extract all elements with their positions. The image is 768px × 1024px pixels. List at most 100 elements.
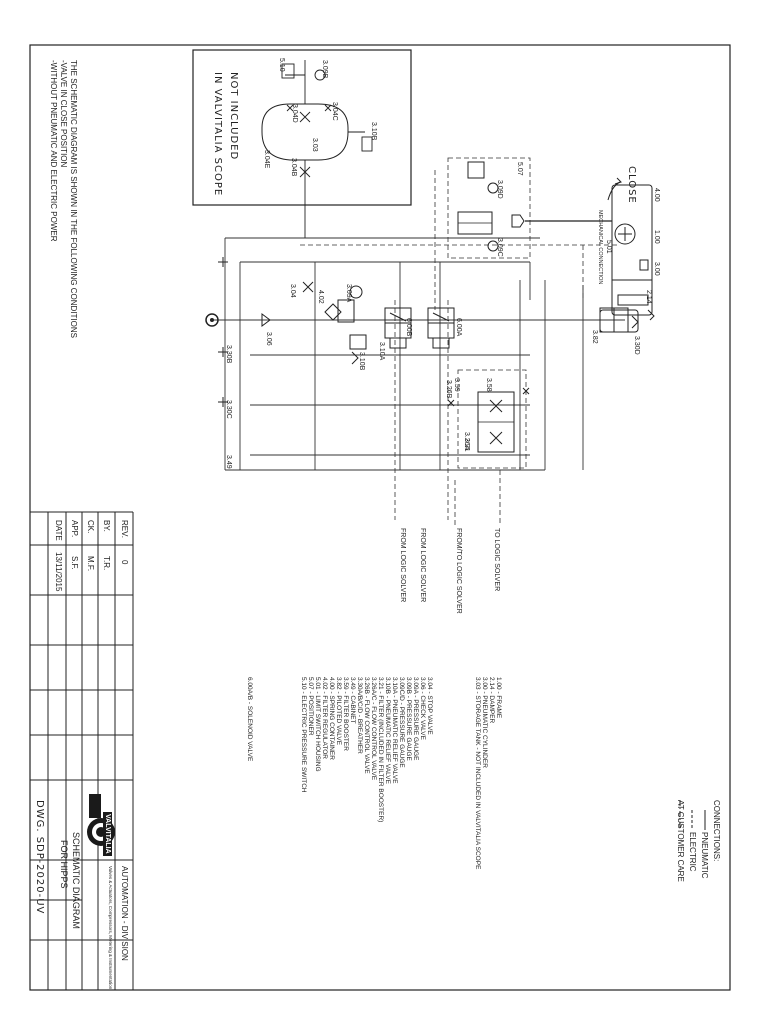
- label-3-04c: 3.04C: [331, 102, 338, 121]
- piloted-valve: [599, 307, 639, 333]
- rev-label: REV.: [120, 520, 129, 538]
- by-value: T.R.: [102, 556, 111, 571]
- label-3-00: 3.00: [653, 262, 660, 276]
- label-5-01: 5.01: [605, 240, 612, 254]
- to-logic-solver: TO LOGIC SOLVER: [493, 528, 500, 592]
- check-valve: [261, 313, 271, 327]
- label-6-00b: 6.00B: [405, 318, 412, 337]
- label-3-04: 3.04: [289, 284, 296, 298]
- electric-lines: [300, 170, 620, 525]
- rev-value: 0: [120, 560, 129, 565]
- component-item: 3.09A - PRESSURE GAUGE: [412, 677, 419, 761]
- label-4-02: 4.02: [317, 290, 324, 304]
- valvitalia-brand: VALVITALIA: [103, 812, 112, 856]
- label-3-09c: 3.09C: [496, 238, 503, 257]
- not-included-line-2: IN VALVITALIA SCOPE: [212, 72, 223, 197]
- solenoid-valve-6-00a: [427, 307, 455, 349]
- label-3-82: 3.82: [591, 330, 598, 344]
- component-item: 3.06 - CHECK VALVE: [419, 677, 426, 740]
- title-block-frame: [29, 511, 134, 990]
- connections-legend-symbols: [679, 800, 706, 830]
- label-3-30b: 3.30B: [225, 345, 232, 364]
- title-line-2: FOR HIPPS: [59, 840, 69, 889]
- close-arrow-icon: [607, 177, 622, 201]
- title-line-1: SCHEMATIC DIAGRAM: [71, 832, 81, 929]
- component-item: 6.00A/B - SOLENOID VALVE: [246, 677, 253, 762]
- connections-customer: AT CUSTOMER CARE: [676, 800, 685, 882]
- not-included-box: [192, 49, 412, 206]
- component-item: 3.30A/B/C/D - BREATHER: [356, 677, 363, 754]
- connections-title: CONNECTIONS:: [712, 800, 721, 862]
- label-5-07: 5.07: [516, 162, 523, 176]
- component-item: 3.21 - FILTER (INCLUDED IN FILTER BOOSTE…: [377, 677, 384, 823]
- component-item: 3.00 - PNEUMATIC CYLINDER: [481, 677, 488, 768]
- by-label: BY.: [102, 520, 111, 532]
- component-item: 4.00 - SPRING CONTAINER: [328, 677, 335, 760]
- label-3-09a: 3.09A: [345, 284, 352, 303]
- component-item: 2.14 - DAMPER: [488, 677, 495, 724]
- app-value: S.F.: [70, 556, 79, 570]
- solenoid-valve-6-00b: [384, 307, 412, 349]
- component-item: 5.07 - POSITIONER: [307, 677, 314, 736]
- label-3-04e: 3.04E: [263, 150, 270, 169]
- from-logic-solver-b: FROM LOGIC SOLVER: [399, 528, 406, 603]
- label-3-03: 3.03: [311, 138, 318, 152]
- label-3-10b: 3.10B: [358, 352, 365, 371]
- from-to-logic-solver: FROM/TO LOGIC SOLVER: [455, 528, 462, 614]
- label-3-59: 3.59: [453, 378, 460, 392]
- storage-tank: [261, 103, 349, 161]
- component-item: 5.01 - LIMIT SWITCH HOUSING: [314, 677, 321, 772]
- component-item: 3.09B - PRESSURE GAUGE: [405, 677, 412, 761]
- note-line-2: -VALVE IN CLOSE POSITION: [59, 60, 68, 168]
- component-item: 3.04 - STOP VALVE: [426, 677, 433, 735]
- label-1-00: 1.00: [653, 230, 660, 244]
- label-6-00a: 6.00A: [455, 318, 462, 337]
- label-3-30d: 3.30D: [633, 336, 640, 355]
- close-label: CLOSE: [626, 166, 637, 204]
- from-logic-solver-a: FROM LOGIC SOLVER: [419, 528, 426, 603]
- app-label: APP.: [70, 520, 79, 538]
- label-3-26b: 3.26B: [445, 380, 452, 399]
- mechanical-connection-label: MECHANICAL CONNECTION: [597, 210, 603, 285]
- label-3-10a: 3.10A: [378, 342, 385, 361]
- label-3-04b: 3.04B: [290, 158, 297, 177]
- label-5-10: 5.10: [278, 58, 285, 72]
- note-line-1: THE SCHEMATIC DIAGRAM IS SHOWN IN THE FO…: [69, 60, 78, 338]
- label-3-49: 3.49: [225, 455, 232, 469]
- label-3-06: 3.06: [265, 332, 272, 346]
- ck-label: CK.: [86, 520, 95, 534]
- label-3-21: 3.21: [463, 438, 470, 452]
- connections-electric: ELECTRIC: [688, 832, 697, 872]
- component-item: 5.10 - ELECTRIC PRESSURE SWITCH: [300, 677, 307, 793]
- label-3-04d: 3.04D: [291, 104, 298, 123]
- label-3-58: 3.58: [485, 378, 492, 392]
- positioner-box: [447, 157, 531, 259]
- component-item: 3.49 - CABINET: [349, 677, 356, 724]
- label-3-09b: 3.09B: [321, 60, 328, 79]
- filter-booster-box: [457, 369, 527, 469]
- label-3-09d: 3.09D: [496, 180, 503, 199]
- component-item: 4.02 - FILTER REGULATOR: [321, 677, 328, 759]
- label-2-14: 2.14: [645, 290, 652, 304]
- label-3-30c: 3.30C: [225, 400, 232, 419]
- component-item: 3.10A - PNEUMATIC RELIEF VALVE: [391, 677, 398, 784]
- pneumatic-lines: [210, 237, 625, 471]
- drawing-number: DWG. SDP-2020-UV: [34, 800, 45, 915]
- component-item: 3.26B - FLOW CONTROL VALVE: [363, 677, 370, 774]
- component-item: 3.82 - PILOTED VALVE: [335, 677, 342, 746]
- label-4-00: 4.00: [653, 188, 660, 202]
- division-line-2: Valves & Actuators, Compressors, Meterin…: [108, 866, 113, 990]
- supply-point: [205, 313, 219, 327]
- date-value: 13/11/2015: [54, 552, 63, 592]
- division-line-1: AUTOMATION - DIVISION: [120, 866, 129, 961]
- component-item: 3.26A/C - FLOW CONTROL VALVE: [370, 677, 377, 781]
- not-included-line-1: NOT INCLUDED: [228, 72, 239, 161]
- drawing-border: [29, 44, 731, 991]
- date-label: DATE: [54, 520, 63, 541]
- component-item: 3.59 - FILTER BOOSTER: [342, 677, 349, 751]
- ck-value: M.F.: [86, 556, 95, 572]
- note-line-3: -WITHOUT PNEUMATIC AND ELECTRIC POWER: [49, 60, 58, 242]
- tank-piping: [281, 60, 373, 238]
- filter-regulator: [324, 285, 367, 365]
